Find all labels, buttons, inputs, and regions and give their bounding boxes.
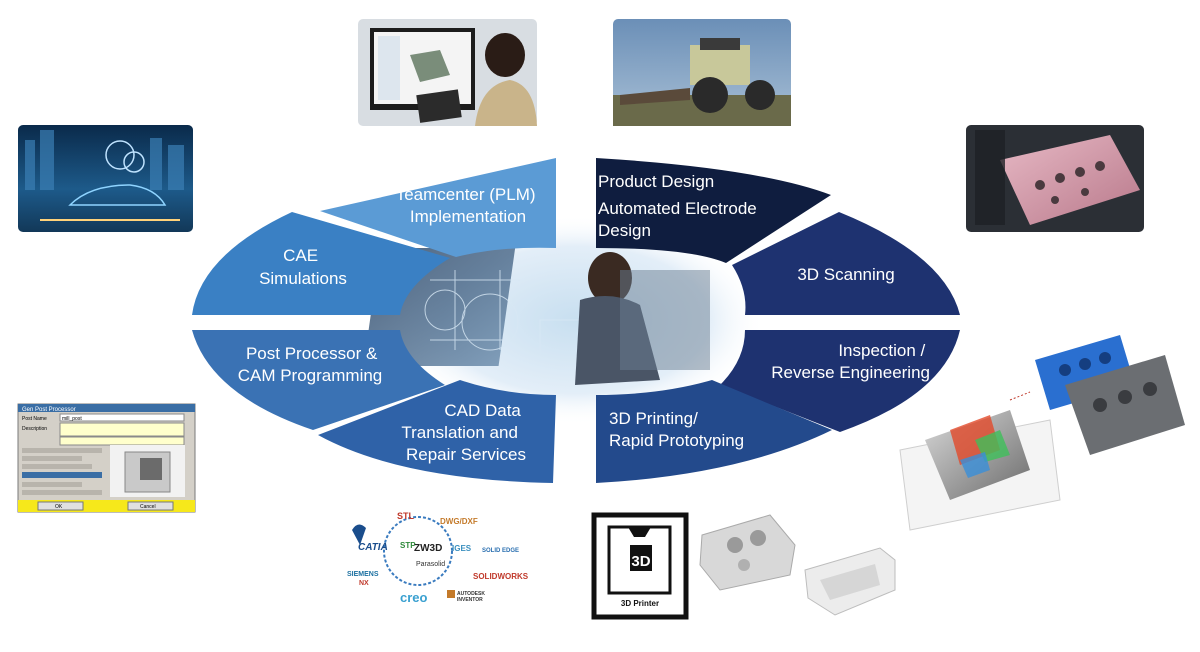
segment-teamcenter-plm[interactable] [320, 158, 556, 257]
cam-ok-button[interactable] [37, 501, 84, 511]
segment-3d-printing[interactable] [596, 380, 832, 483]
cam-field-value: mill_post [62, 416, 82, 422]
logo-iges: IGES [452, 544, 472, 553]
catia-logo-icon [352, 524, 366, 545]
logo-solidworks: SOLIDWORKS [473, 572, 529, 581]
plm-workstation-photo [358, 19, 537, 126]
inspection-label: Inspection / Reverse Engineering [771, 341, 930, 382]
segment-3d-scanning[interactable] [732, 212, 960, 315]
logo-autodesk: AUTODESK [457, 591, 485, 597]
plm-label: Teamcenter (PLM) Implementation [396, 185, 541, 226]
inspection-engine-blocks [899, 335, 1185, 531]
printed-engine-block [699, 514, 796, 591]
cam-field-label: Post Name [22, 416, 47, 422]
logo-stp: STP [400, 541, 416, 550]
cam-desc-label: Description [22, 426, 47, 432]
cam-dialog-title: Gen Post Processor [22, 407, 76, 413]
cam-cancel-button[interactable] [127, 501, 174, 511]
printing-label: 3D Printing/ Rapid Prototyping [609, 409, 744, 450]
product-design-label: Product Design [598, 172, 714, 191]
printer-badge: 3D [631, 553, 650, 570]
cae-label: CAE Simulations [259, 246, 347, 288]
logo-creo: creo [400, 590, 428, 605]
scanning-label: 3D Scanning [797, 265, 894, 284]
logo-zw3d: ZW3D [414, 543, 442, 554]
segment-product-design[interactable] [596, 158, 831, 263]
electrode-label: Automated Electrode Design [598, 199, 762, 240]
cam-post-dialog: Gen Post Processor Post Name mill_post D… [17, 403, 196, 513]
logo-parasolid: Parasolid [416, 561, 445, 568]
3d-printer-icon: 3D 3D Printer [591, 512, 689, 620]
logo-catia: CATIA [358, 542, 388, 553]
cam-post-name-input[interactable] [59, 413, 185, 422]
logo-inventor: INVENTOR [457, 597, 483, 603]
autodesk-logo-icon [447, 590, 455, 598]
logo-solid-edge: SOLID EDGE [482, 548, 519, 554]
logo-stl: STL [397, 511, 415, 521]
logo-siemens: SIEMENS [347, 571, 379, 578]
segment-cad-data[interactable] [318, 380, 556, 483]
segment-inspection[interactable] [720, 330, 960, 432]
cam-description-input[interactable] [59, 422, 185, 437]
cad-data-label: CAD Data Translation and Repair Services [401, 401, 526, 464]
printer-label: 3D Printer [621, 599, 659, 608]
cad-format-logos: CATIA STL DWG/DXF STP ZW3D IGES SOLID ED… [347, 511, 529, 605]
cam-ok-label: OK [55, 504, 63, 510]
automotive-design-photo [18, 125, 193, 232]
post-processor-label: Post Processor & CAM Programming [238, 344, 383, 385]
printed-bracket-part [804, 547, 896, 616]
cam-cancel-label: Cancel [140, 504, 156, 510]
tractor-photo [613, 19, 791, 126]
segment-post-processor[interactable] [192, 330, 445, 430]
scanned-part-photo [966, 125, 1144, 232]
logo-nx: NX [359, 580, 369, 587]
logo-dwg: DWG/DXF [440, 517, 478, 526]
segment-cae-simulations[interactable] [192, 212, 450, 315]
